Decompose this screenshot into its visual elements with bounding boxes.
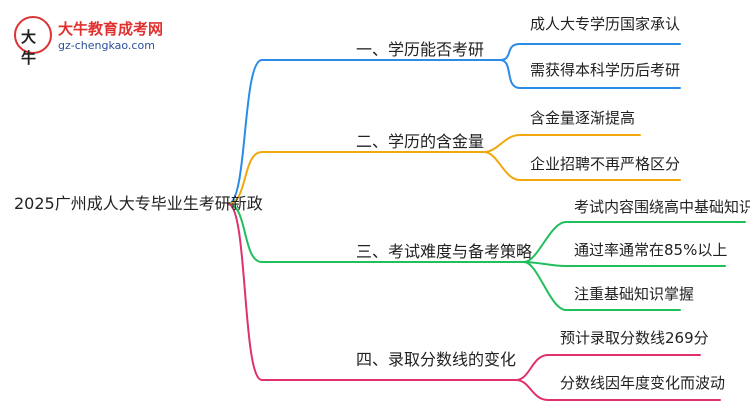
leaf-4-2: 分数线因年度变化而波动	[560, 374, 726, 392]
branch-2-label: 二、学历的含金量	[356, 132, 485, 151]
branch-1-connector	[227, 59, 501, 205]
leaf-3-2-connector	[523, 261, 726, 267]
leaf-1-1: 成人大专学历国家承认	[530, 15, 681, 33]
logo-name: 大牛教育成考网	[58, 20, 164, 38]
leaf-1-1-connector	[499, 43, 681, 61]
leaf-2-1-connector	[483, 134, 641, 153]
leaf-2-2-connector	[483, 151, 681, 181]
leaf-3-2: 通过率通常在85%以上	[574, 241, 728, 259]
leaf-1-2-connector	[499, 59, 681, 89]
branch-4-label: 四、录取分数线的变化	[356, 350, 517, 369]
leaf-3-3-connector	[523, 261, 681, 311]
root-topic: 2025广州成人大专毕业生考研新政	[14, 194, 263, 213]
logo-url: gz-chengkao.com	[58, 39, 155, 52]
leaf-2-1: 含金量逐渐提高	[530, 109, 636, 127]
branch-3-label: 三、考试难度与备考策略	[356, 242, 533, 261]
leaf-4-1: 预计录取分数线269分	[560, 329, 709, 347]
branch-3-connector	[227, 203, 525, 263]
leaf-4-2-connector	[515, 379, 721, 401]
leaf-3-1-connector	[523, 221, 746, 263]
leaf-4-1-connector	[515, 354, 701, 381]
leaf-3-1: 考试内容围绕高中基础知识	[574, 198, 750, 216]
branch-1-label: 一、学历能否考研	[356, 40, 485, 59]
leaf-1-2: 需获得本科学历后考研	[530, 61, 681, 79]
site-logo: 大牛 大牛教育成考网 gz-chengkao.com	[14, 14, 164, 67]
leaf-2-2: 企业招聘不再严格区分	[530, 155, 681, 173]
leaf-3-3: 注重基础知识掌握	[574, 285, 695, 303]
branch-2-connector	[227, 151, 485, 205]
logo-mark-text: 大牛	[21, 28, 37, 67]
branch-4-connector	[227, 203, 517, 381]
logo-icon: 大牛	[14, 16, 52, 67]
